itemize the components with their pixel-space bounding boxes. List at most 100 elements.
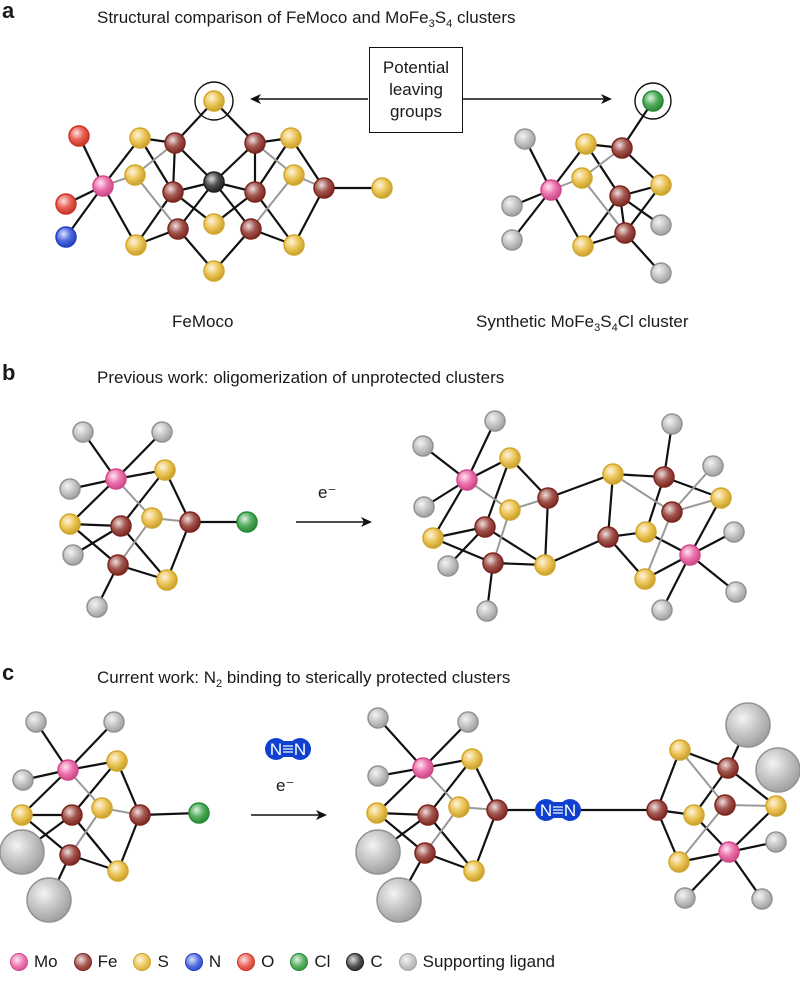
iron-atom	[61, 804, 83, 826]
iron-atom	[537, 487, 559, 509]
ligand-atom	[501, 229, 523, 251]
bulky-ligand	[755, 747, 800, 793]
svg-text:N: N	[540, 801, 552, 820]
svg-text:N: N	[564, 801, 576, 820]
bond	[102, 185, 137, 246]
legend-item-cl: Cl	[290, 952, 330, 972]
legend-item-s: S	[133, 952, 169, 972]
sulfur-atom	[572, 235, 594, 257]
ligand-atom	[650, 262, 672, 284]
sulfur-atom	[106, 750, 128, 772]
sulfur-atom	[129, 127, 151, 149]
sulfur-atom	[366, 802, 388, 824]
legend-item-n: N	[184, 952, 221, 972]
ligand-atom	[702, 455, 724, 477]
ligand-atom	[367, 707, 389, 729]
molybdenum-swatch-icon	[10, 953, 28, 971]
bond	[377, 717, 424, 769]
molybdenum-atom	[456, 469, 478, 491]
panel-a-title: Structural comparison of FeMoco and MoFe…	[97, 8, 516, 30]
iron-atom	[107, 554, 129, 576]
sulfur-atom	[203, 260, 225, 282]
sulfur-atom	[448, 796, 470, 818]
bond	[71, 814, 119, 872]
arrow-to-femoco-leaving-group	[250, 94, 368, 104]
ligand-atom	[59, 478, 81, 500]
sulfur-atom	[710, 487, 732, 509]
back-bond	[612, 473, 673, 513]
sulfur-atom	[683, 804, 705, 826]
panel-c-title: Current work: N2 binding to sterically p…	[97, 668, 511, 690]
iron-atom	[653, 466, 675, 488]
ligand-atom	[725, 581, 747, 603]
ligand-atom	[457, 711, 479, 733]
sulfur-atom	[634, 568, 656, 590]
ligand-atom	[765, 831, 787, 853]
iron-atom	[414, 842, 436, 864]
back-bond	[678, 804, 726, 863]
panel-c-electron-label: e⁻	[276, 776, 295, 795]
legend-item-o: O	[237, 952, 274, 972]
ligand-atom	[72, 421, 94, 443]
iron-atom	[244, 132, 266, 154]
svg-text:N: N	[294, 740, 306, 759]
chlorine-atom	[188, 802, 210, 824]
iron-atom	[313, 177, 335, 199]
bond	[115, 431, 163, 480]
femoco-label: FeMoco	[172, 312, 234, 331]
ligand-atom	[413, 496, 435, 518]
bond	[689, 497, 722, 556]
sulfur-atom	[422, 527, 444, 549]
legend-label: Mo	[34, 952, 58, 971]
ligand-atom	[25, 711, 47, 733]
iron-atom	[110, 515, 132, 537]
leaving-group-circle-femoco	[194, 81, 234, 121]
back-bond	[644, 511, 673, 580]
bond	[120, 525, 168, 581]
bond	[483, 457, 512, 528]
panel-b-electron-label: e⁻	[318, 483, 337, 502]
bond	[543, 497, 550, 566]
legend-label: Supporting ligand	[422, 952, 555, 971]
iron-atom	[597, 526, 619, 548]
ligand-atom	[103, 711, 125, 733]
ligand-atom	[86, 596, 108, 618]
molybdenum-atom	[105, 468, 127, 490]
ligand-atom	[661, 413, 683, 435]
ligand-atom	[723, 521, 745, 543]
sulfur-atom	[765, 795, 787, 817]
iron-atom	[661, 501, 683, 523]
ligand-atom	[12, 769, 34, 791]
bond	[427, 814, 475, 872]
iron-atom	[167, 218, 189, 240]
ligand-atom	[651, 599, 673, 621]
sulfur-atom	[125, 234, 147, 256]
bond	[254, 191, 295, 246]
iron-atom	[244, 181, 266, 203]
ligand-atom	[151, 421, 173, 443]
bulky-ligand	[26, 877, 72, 923]
potential-leaving-groups-box: Potential leaving groups	[369, 47, 463, 133]
molybdenum-atom	[57, 759, 79, 781]
sulfur-atom	[635, 521, 657, 543]
iron-swatch-icon	[73, 953, 92, 971]
svg-text:N: N	[270, 740, 282, 759]
chlorine-atom	[236, 511, 258, 533]
bond	[71, 760, 118, 816]
iron-atom	[609, 185, 631, 207]
sulfur-atom	[463, 860, 485, 882]
panel-letter-c: c	[2, 660, 15, 685]
carbon-atom	[203, 171, 225, 193]
reaction-arrow-c	[251, 810, 327, 820]
sulfur-atom	[575, 133, 597, 155]
legend-item-mo: Mo	[10, 952, 58, 972]
legend-item-fe: Fe	[73, 952, 117, 972]
bond	[484, 526, 546, 566]
back-bond	[581, 177, 626, 234]
sulfur-atom	[203, 213, 225, 235]
chlorine-swatch-icon	[290, 953, 309, 971]
nitrogen-swatch-icon	[184, 953, 203, 971]
